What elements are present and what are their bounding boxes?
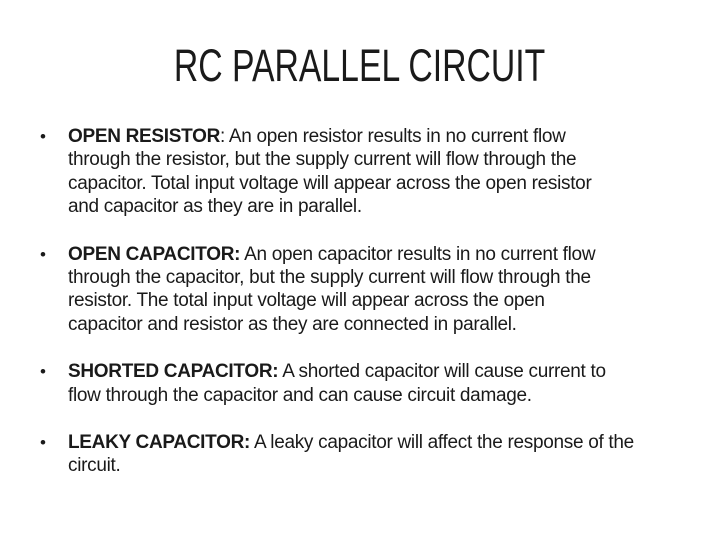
bullet-text: OPEN RESISTOR: An open resistor results … — [68, 125, 710, 219]
bullet-lead-open-capacitor: OPEN CAPACITOR: — [68, 243, 241, 265]
bullet-body-open-resistor: : An open resistor results in no current… — [68, 126, 592, 218]
bullet-marker-icon: • — [40, 362, 46, 382]
bullet-lead-leaky-capacitor: LEAKY CAPACITOR: — [68, 432, 251, 454]
slide-title: RC PARALLEL CIRCUIT — [174, 40, 546, 91]
bullet-body-shorted-capacitor: A shorted capacitor will cause current t… — [68, 361, 606, 406]
bullet-lead-open-resistor: OPEN RESISTOR — [68, 126, 221, 147]
bullet-text: SHORTED CAPACITOR: A shorted capacitor w… — [68, 360, 710, 407]
bullet-list: • OPEN RESISTOR: An open resistor result… — [40, 125, 710, 478]
bullet-item-open-capacitor: • OPEN CAPACITOR: An open capacitor resu… — [40, 243, 710, 337]
title-block: RC PARALLEL CIRCUIT — [0, 41, 720, 91]
bullet-lead-shorted-capacitor: SHORTED CAPACITOR: — [68, 361, 279, 383]
bullet-body-open-capacitor: An open capacitor results in no current … — [68, 243, 596, 335]
bullet-item-open-resistor: • OPEN RESISTOR: An open resistor result… — [40, 125, 710, 219]
bullet-marker-icon: • — [40, 127, 46, 146]
bullet-text: LEAKY CAPACITOR: A leaky capacitor will … — [68, 431, 710, 478]
bullet-marker-icon: • — [40, 433, 46, 453]
bullet-marker-icon: • — [40, 244, 46, 264]
bullet-text: OPEN CAPACITOR: An open capacitor result… — [68, 243, 710, 337]
bullet-item-shorted-capacitor: • SHORTED CAPACITOR: A shorted capacitor… — [40, 360, 710, 407]
bullet-body-leaky-capacitor: A leaky capacitor will affect the respon… — [68, 432, 634, 477]
bullet-item-leaky-capacitor: • LEAKY CAPACITOR: A leaky capacitor wil… — [40, 431, 710, 478]
